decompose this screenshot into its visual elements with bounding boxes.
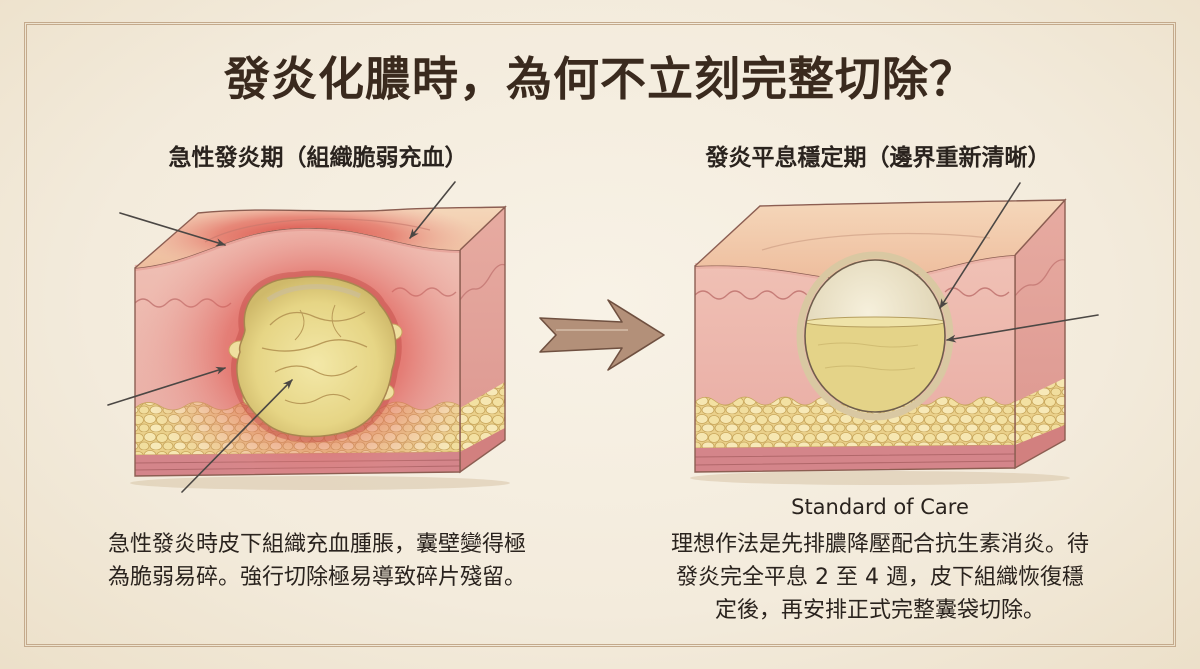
right-panel-description: 理想作法是先排膿降壓配合抗生素消炎。待 發炎完全平息 2 至 4 週，皮下組織恢…: [650, 528, 1110, 627]
pointer-line-left-abscess-wall: [107, 366, 226, 406]
left-description-line: 為脆弱易碎。強行切除極易導致碎片殘留。: [108, 565, 527, 590]
transition-arrow: [539, 299, 665, 371]
pointer-line-right-cyst-wall: [946, 314, 1099, 343]
right-skin-diagram: [690, 198, 1070, 485]
left-side-face: [459, 205, 506, 474]
cyst-fluid-level: [805, 316, 945, 328]
left-panel-heading: 急性發炎期（組織脆弱充血）: [168, 145, 468, 171]
pointer-line-left-skin-surface: [119, 212, 226, 247]
pointer-line-right-cyst-top: [939, 182, 1021, 309]
right-description-line: 定後，再安排正式完整囊袋切除。: [714, 598, 1045, 623]
page-title: 發炎化膿時，為何不立刻完整切除？: [224, 52, 976, 106]
right-top-face: [694, 199, 1067, 281]
right-description-line: 理想作法是先排膿降壓配合抗生素消炎。待: [670, 532, 1089, 557]
left-panel-description: 急性發炎時皮下組織充血腫脹，囊壁變得極 為脆弱易碎。強行切除極易導致碎片殘留。: [108, 528, 568, 594]
abscess-pus: [228, 270, 403, 443]
right-panel-subheading: Standard of Care: [791, 495, 969, 519]
left-skin-diagram: [130, 205, 510, 490]
right-muscle-layer: [694, 445, 1016, 472]
right-dermis-wave: [694, 290, 808, 300]
right-panel-heading: 發炎平息穩定期（邊界重新清晰）: [705, 145, 1051, 171]
cyst: [796, 251, 954, 421]
right-description-line: 發炎完全平息 2 至 4 週，皮下組織恢復穩: [676, 565, 1084, 590]
right-dermis-wave-right: [944, 287, 1010, 297]
pointer-line-left-pus: [181, 379, 293, 493]
pointer-line-left-redness: [409, 181, 456, 239]
right-block-shadow: [690, 471, 1070, 485]
left-block-shadow: [130, 476, 510, 490]
left-description-line: 急性發炎時皮下組織充血腫脹，囊壁變得極: [108, 532, 527, 557]
